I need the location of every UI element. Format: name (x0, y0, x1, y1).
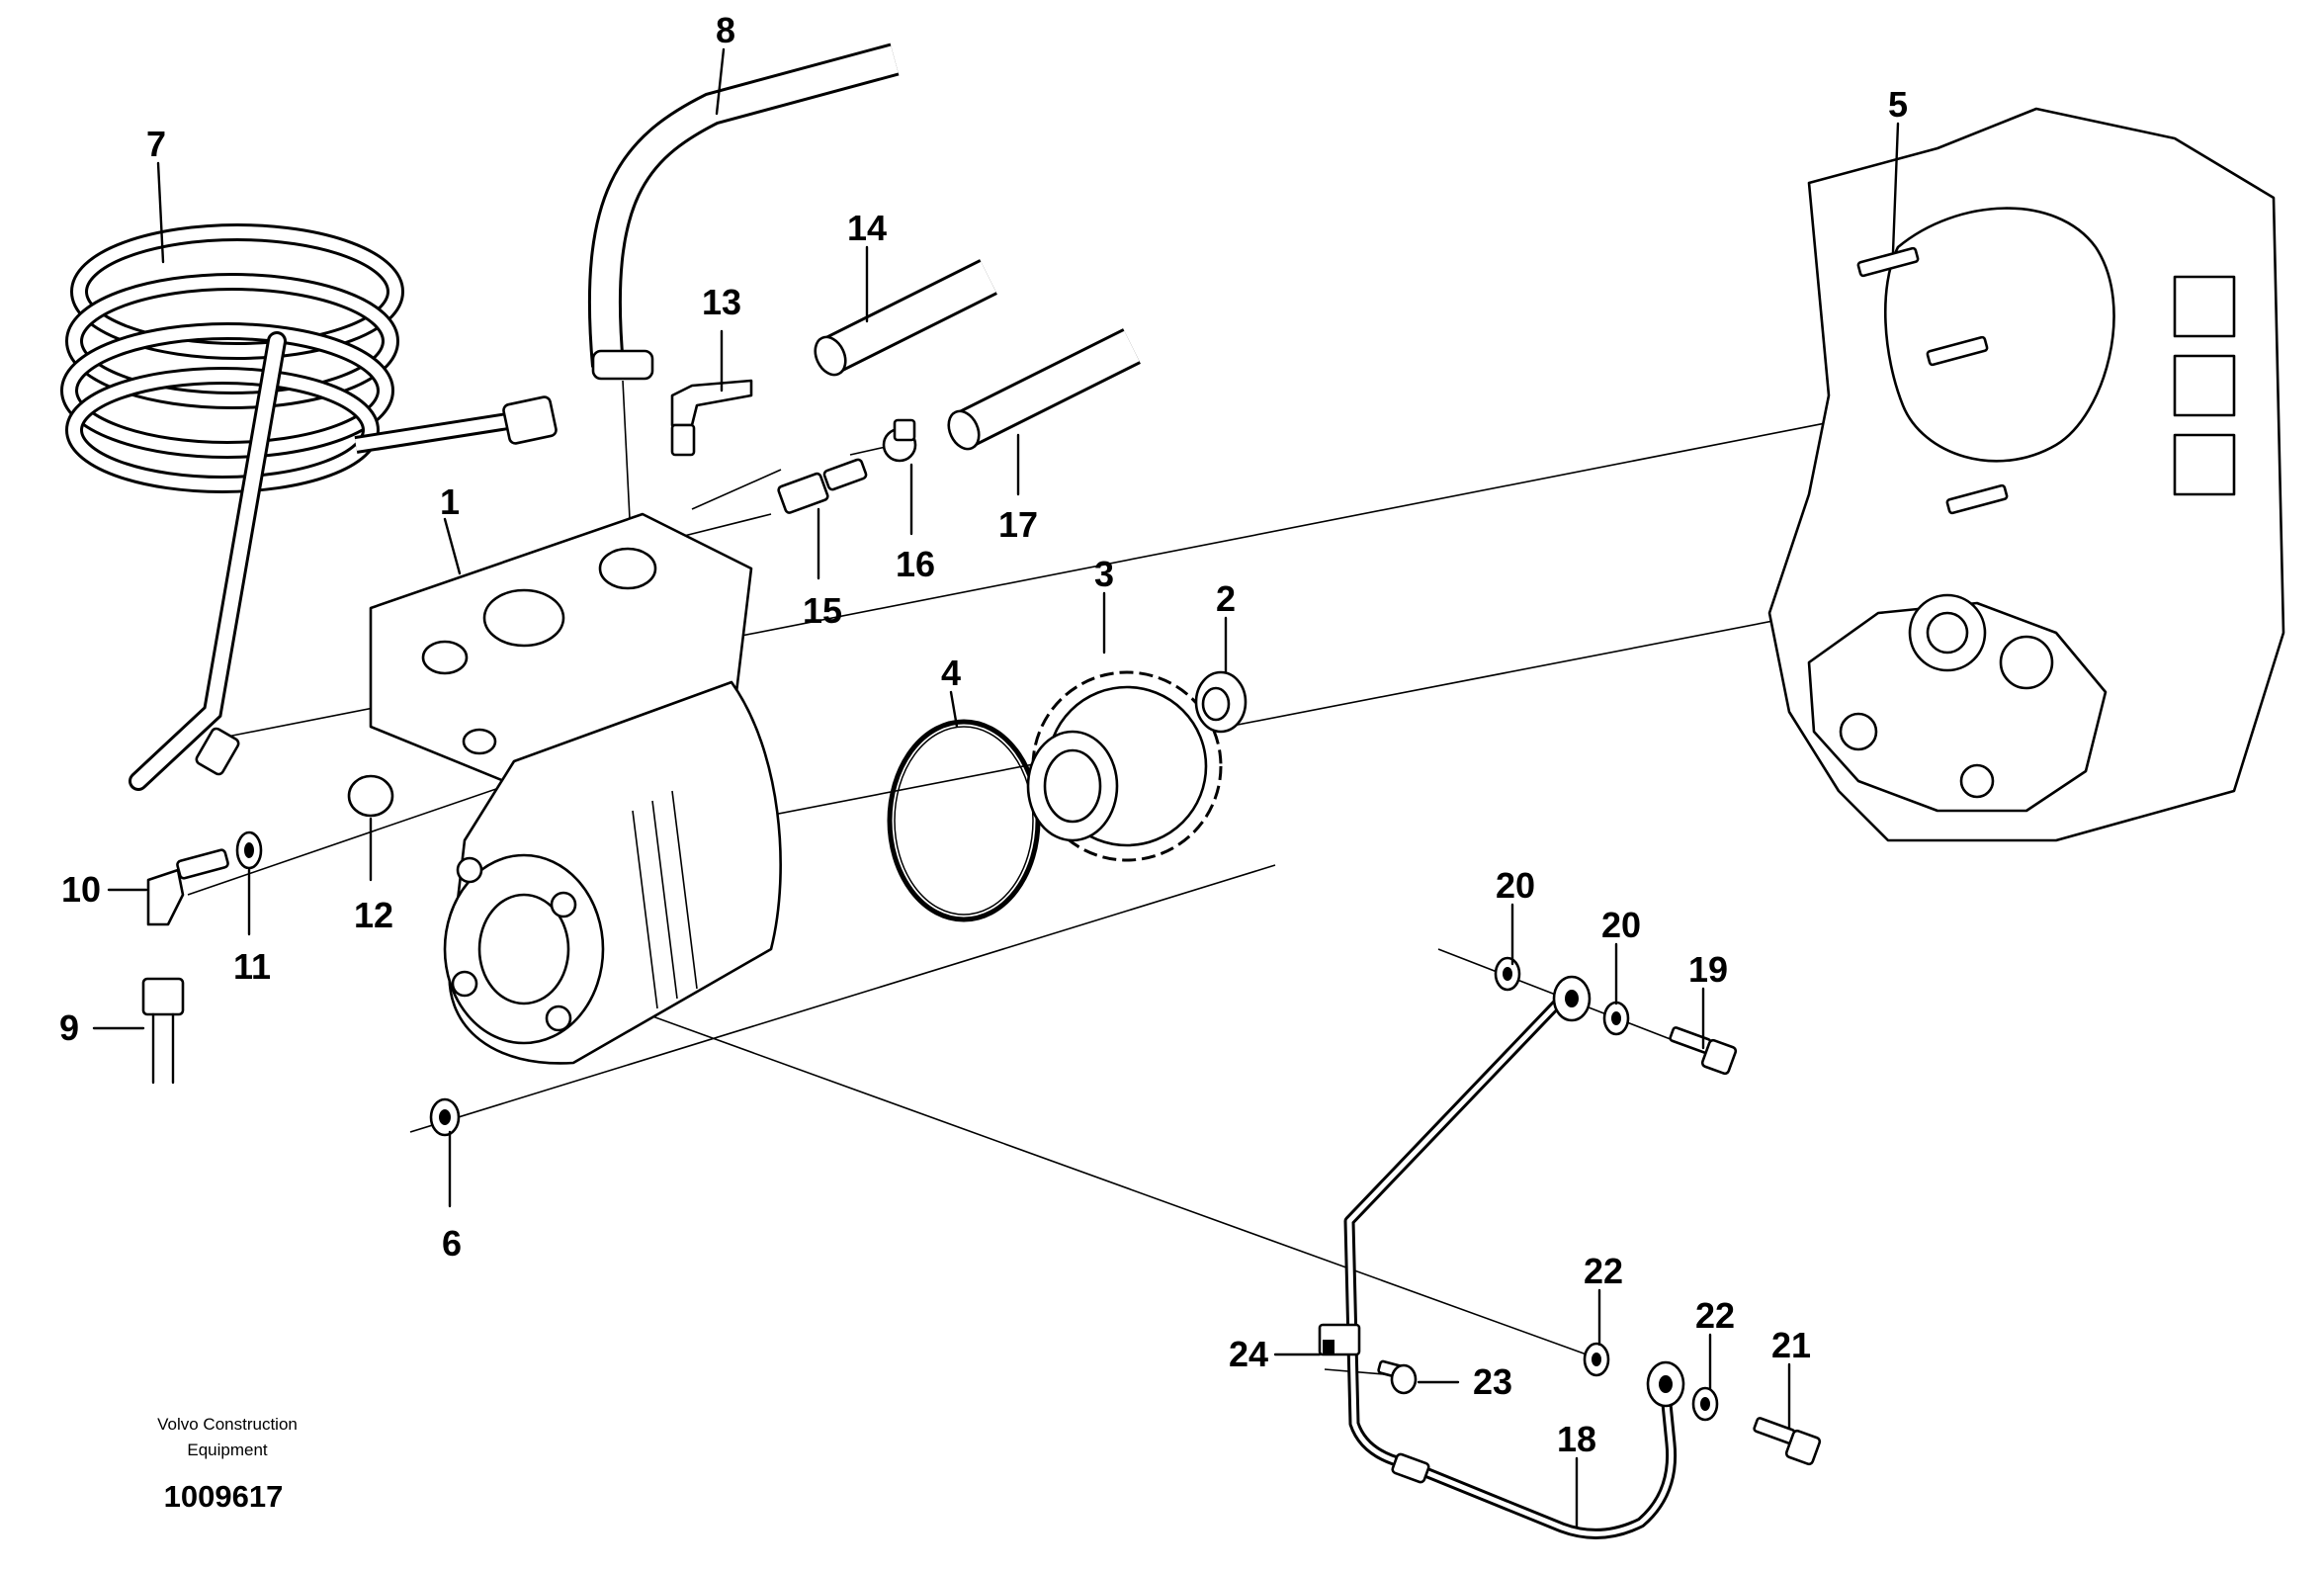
callout-20a: 20 (1496, 865, 1535, 906)
studs-5 (1856, 246, 2009, 515)
callout-7: 7 (146, 124, 166, 164)
oil-pipe (1343, 990, 1678, 1539)
hose-clamp (882, 418, 917, 463)
washer-11 (235, 830, 263, 870)
callout-13: 13 (702, 282, 741, 322)
callout-21: 21 (1771, 1325, 1811, 1365)
callout-2: 2 (1216, 578, 1236, 619)
drawing-code: 1009617 (164, 1479, 284, 1514)
sleeve-lower (947, 328, 1141, 451)
callout-4: 4 (941, 653, 961, 693)
callout-6: 6 (442, 1223, 462, 1264)
callout-22b: 22 (1695, 1295, 1735, 1336)
banjo-bolt-21 (1753, 1417, 1822, 1466)
washers-22 (1583, 1342, 1719, 1422)
hose (587, 43, 900, 579)
engine-housing (1767, 107, 2285, 842)
callouts: 1 2 3 4 5 6 7 8 9 10 11 12 13 14 15 16 1… (59, 10, 1908, 1459)
banjo-lower (1646, 1360, 1685, 1408)
clip-24 (1318, 1323, 1361, 1356)
callout-11: 11 (233, 946, 271, 987)
leader-lines (92, 47, 1900, 1529)
sleeve-upper (814, 259, 997, 377)
credit-block: Volvo Construction Equipment 1009617 (157, 1415, 298, 1514)
nut-2 (1194, 670, 1248, 734)
nipple-fitting (777, 458, 868, 514)
callout-19: 19 (1688, 949, 1728, 990)
callout-22a: 22 (1584, 1251, 1623, 1291)
callout-16: 16 (896, 544, 935, 584)
compressor (369, 512, 782, 1065)
callout-10: 10 (61, 869, 101, 910)
callout-9: 9 (59, 1007, 79, 1048)
washers-20 (1494, 956, 1630, 1036)
credit-line-1: Volvo Construction (157, 1415, 298, 1434)
elbow-union-10 (146, 848, 229, 926)
callout-20b: 20 (1601, 905, 1641, 945)
o-ring-12 (347, 774, 394, 818)
coiled-pipe (60, 223, 558, 791)
callout-5: 5 (1888, 84, 1908, 125)
screw-23 (1377, 1359, 1418, 1395)
o-ring-4 (887, 719, 1041, 922)
drive-gear (1026, 670, 1223, 862)
callout-3: 3 (1094, 554, 1114, 594)
callout-1: 1 (440, 481, 460, 522)
callout-8: 8 (716, 10, 735, 50)
nut-9 (141, 977, 185, 1085)
banjo-upper (1552, 975, 1592, 1022)
washer-6 (429, 1097, 461, 1137)
callout-24: 24 (1229, 1334, 1268, 1374)
banjo-bolt-19 (1669, 1026, 1738, 1076)
callout-23: 23 (1473, 1361, 1512, 1402)
callout-17: 17 (998, 504, 1038, 545)
callout-15: 15 (803, 590, 842, 631)
callout-12: 12 (354, 895, 393, 935)
callout-14: 14 (847, 208, 887, 248)
elbow-fitting (670, 379, 753, 457)
callout-18: 18 (1557, 1419, 1596, 1459)
credit-line-2: Equipment (187, 1441, 268, 1459)
